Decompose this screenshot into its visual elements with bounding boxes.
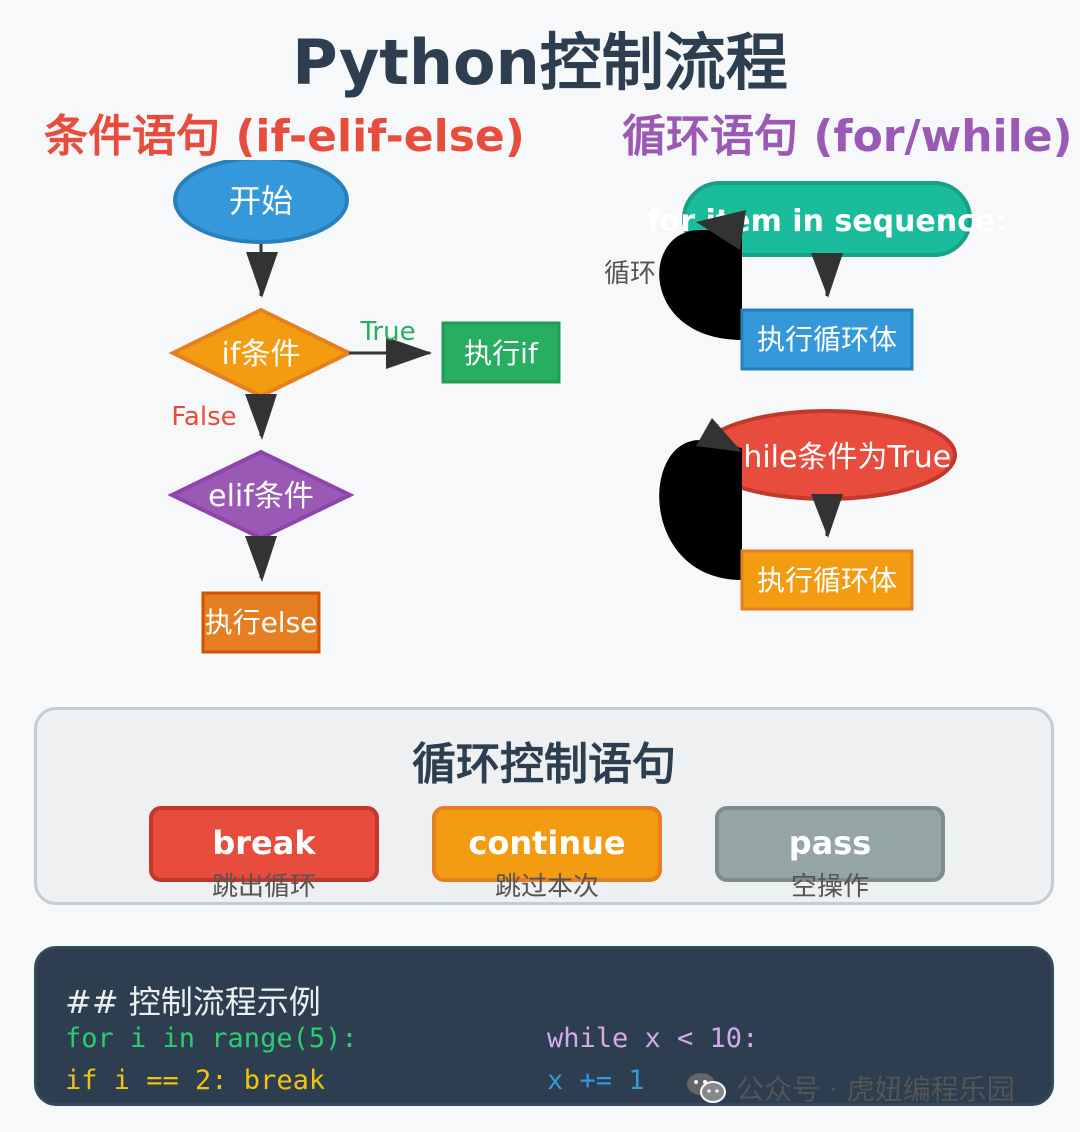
code-line-if-break: if i == 2: break	[65, 1065, 326, 1096]
continue-statement-box: continue 跳过本次	[432, 806, 662, 902]
start-node-label: 开始	[229, 182, 293, 220]
while-body-node	[740, 549, 914, 611]
elif-to-else-arrowhead	[245, 536, 277, 582]
while-loop-back-arrowhead	[696, 418, 742, 452]
elif-condition-label: elif条件	[208, 479, 314, 514]
while-body-label: 执行循环体	[757, 564, 897, 597]
continue-desc: 跳过本次	[494, 872, 599, 902]
for-loop-back-arrowhead	[696, 210, 746, 250]
while-to-body-arrowhead	[811, 494, 843, 538]
conditional-section-title: 条件语句 (if-elif-else)	[44, 111, 525, 162]
break-desc: 跳出循环	[211, 872, 316, 902]
if-condition-label: if条件	[222, 337, 301, 372]
if-true-arrowhead	[386, 337, 432, 369]
loop-control-title: 循环控制语句	[412, 739, 676, 790]
code-line-for: for i in range(5):	[65, 1023, 358, 1054]
for-body-label: 执行循环体	[757, 323, 897, 356]
start-node	[173, 160, 349, 244]
start-to-if-arrowhead	[246, 252, 278, 298]
exec-else-label: 执行else	[205, 606, 318, 639]
pass-label: pass	[788, 824, 872, 862]
watermark-text: 公众号 · 虎妞编程乐园	[736, 1073, 1015, 1106]
loop-section-title: 循环语句 (for/while)	[622, 111, 1073, 162]
if-false-arrowhead	[245, 394, 277, 440]
watermark: 公众号 · 虎妞编程乐园	[686, 1068, 1015, 1108]
break-label: break	[212, 824, 316, 862]
pass-desc: 空操作	[790, 872, 869, 902]
break-statement-box: break 跳出循环	[149, 806, 379, 902]
loop-label: 循环	[604, 259, 656, 289]
loop-control-panel: 循环控制语句 break 跳出循环 continue 跳过本次 pass 空操作	[34, 707, 1054, 905]
code-line-increment: x += 1	[547, 1065, 645, 1096]
true-label: True	[359, 317, 415, 347]
for-body-node	[740, 308, 914, 371]
wechat-icon	[687, 1073, 726, 1103]
code-example-box: ## 控制流程示例 for i in range(5): if i == 2: …	[34, 946, 1054, 1106]
exec-if-label: 执行if	[464, 337, 539, 370]
false-label: False	[171, 402, 236, 432]
exec-else-node	[201, 591, 321, 654]
code-line-while: while x < 10:	[547, 1023, 759, 1054]
while-loop-back-curve	[659, 440, 742, 580]
while-header-label: while条件为True	[719, 440, 951, 475]
flow-diagram: 开始 if条件 True 执行if False elif条件 执行else fo…	[167, 160, 1007, 654]
page-title: Python控制流程	[292, 26, 788, 99]
for-loop-back-curve	[659, 230, 742, 340]
code-heading: ## 控制流程示例	[65, 983, 321, 1021]
continue-label: continue	[468, 824, 626, 862]
pass-statement-box: pass 空操作	[715, 806, 945, 902]
exec-if-node	[441, 321, 561, 384]
for-to-body-arrowhead	[811, 253, 843, 298]
